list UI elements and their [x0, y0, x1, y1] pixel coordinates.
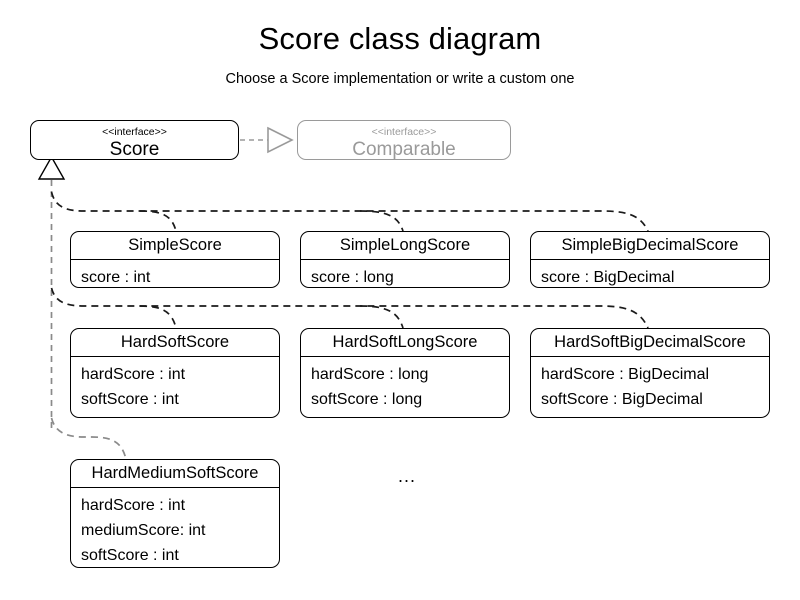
attribute-row: softScore : BigDecimal	[541, 391, 703, 408]
attribute-compartment: score : long	[301, 260, 509, 287]
class-box-simple-score[interactable]: SimpleScore score : int	[70, 231, 280, 288]
page-subtitle: Choose a Score implementation or write a…	[225, 71, 575, 87]
generalization-branch-row-3	[50, 417, 127, 460]
attribute-row: score : long	[311, 269, 394, 286]
interface-header-comparable: <<interface>> Comparable	[298, 121, 510, 160]
attribute-row: hardScore : BigDecimal	[541, 366, 710, 383]
interface-name-comparable: Comparable	[352, 139, 456, 160]
attribute-compartment: score : int	[71, 260, 279, 287]
attribute-compartment: score : BigDecimal	[531, 260, 769, 287]
class-name-hard-soft-long-score: HardSoftLongScore	[301, 329, 509, 357]
attribute-compartment: hardScore : BigDecimal softScore : BigDe…	[531, 357, 769, 417]
class-name-hard-soft-big-decimal-score: HardSoftBigDecimalScore	[531, 329, 769, 357]
class-name-simple-big-decimal-score: SimpleBigDecimalScore	[531, 232, 769, 260]
class-name-hard-medium-soft-score: HardMediumSoftScore	[71, 460, 279, 488]
attribute-row: hardScore : int	[81, 497, 186, 514]
class-name-simple-score: SimpleScore	[71, 232, 279, 260]
attribute-row: score : BigDecimal	[541, 269, 675, 286]
more-classes-ellipsis: ...	[398, 466, 417, 486]
class-box-hard-soft-big-decimal-score[interactable]: HardSoftBigDecimalScore hardScore : BigD…	[530, 328, 770, 418]
generalization-hollow-triangle	[37, 155, 66, 180]
class-box-hard-soft-score[interactable]: HardSoftScore hardScore : int softScore …	[70, 328, 280, 418]
attribute-compartment: hardScore : long softScore : long	[301, 357, 509, 417]
attribute-row: softScore : int	[81, 391, 179, 408]
attribute-row: score : int	[81, 269, 151, 286]
interface-box-score[interactable]: <<interface>> Score	[30, 120, 239, 160]
stereotype-label: <<interface>>	[102, 126, 167, 138]
class-name-simple-long-score: SimpleLongScore	[301, 232, 509, 260]
realization-hollow-triangle	[267, 126, 294, 154]
class-box-hard-medium-soft-score[interactable]: HardMediumSoftScore hardScore : int medi…	[70, 459, 280, 568]
attribute-row: softScore : int	[81, 547, 179, 564]
realization-score-to-comparable	[240, 126, 294, 154]
page-title: Score class diagram	[258, 21, 542, 56]
class-box-simple-big-decimal-score[interactable]: SimpleBigDecimalScore score : BigDecimal	[530, 231, 770, 288]
attribute-row: softScore : long	[311, 391, 423, 408]
generalization-branch-row-2	[50, 287, 649, 329]
attribute-row: hardScore : int	[81, 366, 186, 383]
class-box-hard-soft-long-score[interactable]: HardSoftLongScore hardScore : long softS…	[300, 328, 510, 418]
interface-box-comparable[interactable]: <<interface>> Comparable	[297, 120, 511, 160]
class-box-simple-long-score[interactable]: SimpleLongScore score : long	[300, 231, 510, 288]
interface-header-score: <<interface>> Score	[31, 121, 238, 160]
generalization-branch-row-1	[50, 191, 649, 232]
attribute-compartment: hardScore : int softScore : int	[71, 357, 279, 417]
attribute-compartment: hardScore : int mediumScore: int softSco…	[71, 488, 279, 567]
interface-name-score: Score	[109, 139, 160, 160]
attribute-row: mediumScore: int	[81, 522, 206, 539]
class-name-hard-soft-score: HardSoftScore	[71, 329, 279, 357]
stereotype-label: <<interface>>	[371, 126, 437, 138]
attribute-row: hardScore : long	[311, 366, 429, 383]
